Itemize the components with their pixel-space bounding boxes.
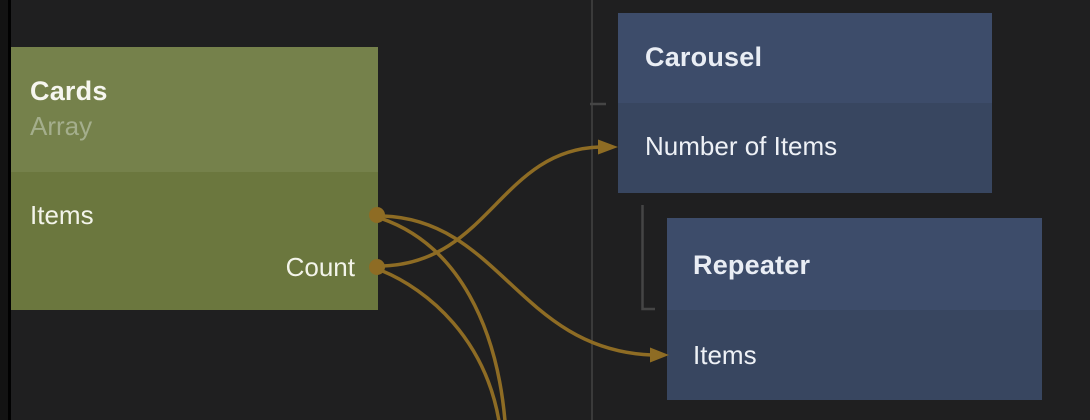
node-title: Repeater <box>693 250 811 280</box>
window-edge-strip <box>0 0 8 420</box>
node-title: Carousel <box>645 42 763 72</box>
hierarchy-elbow-repeater <box>641 205 655 311</box>
node-subtitle: Array <box>30 111 93 141</box>
node-cards-header[interactable]: Cards Array <box>11 47 378 172</box>
connection-items-to-repeater[interactable] <box>382 214 653 357</box>
window-edge-line <box>8 0 11 420</box>
port-cards-count-output[interactable]: Count <box>285 252 355 282</box>
connection-items-to-offscreen[interactable] <box>379 216 507 420</box>
port-carousel-number-of-items-input[interactable]: Number of Items <box>645 131 838 161</box>
port-cards-items-output[interactable]: Items <box>30 200 94 230</box>
node-title: Cards <box>30 76 108 106</box>
node-repeater-header[interactable]: Repeater <box>667 218 1042 310</box>
port-repeater-items-input[interactable]: Items <box>693 340 757 370</box>
connection-arrowhead-carousel <box>598 139 618 155</box>
connection-count-to-carousel[interactable] <box>382 145 601 268</box>
node-carousel-header[interactable]: Carousel <box>618 13 992 103</box>
panel-divider <box>591 0 593 420</box>
connection-count-to-offscreen[interactable] <box>379 268 501 420</box>
node-carousel[interactable]: Carousel Number of Items <box>618 13 992 193</box>
node-repeater[interactable]: Repeater Items <box>667 218 1042 400</box>
node-cards[interactable]: Cards Array Items Count <box>11 47 378 310</box>
